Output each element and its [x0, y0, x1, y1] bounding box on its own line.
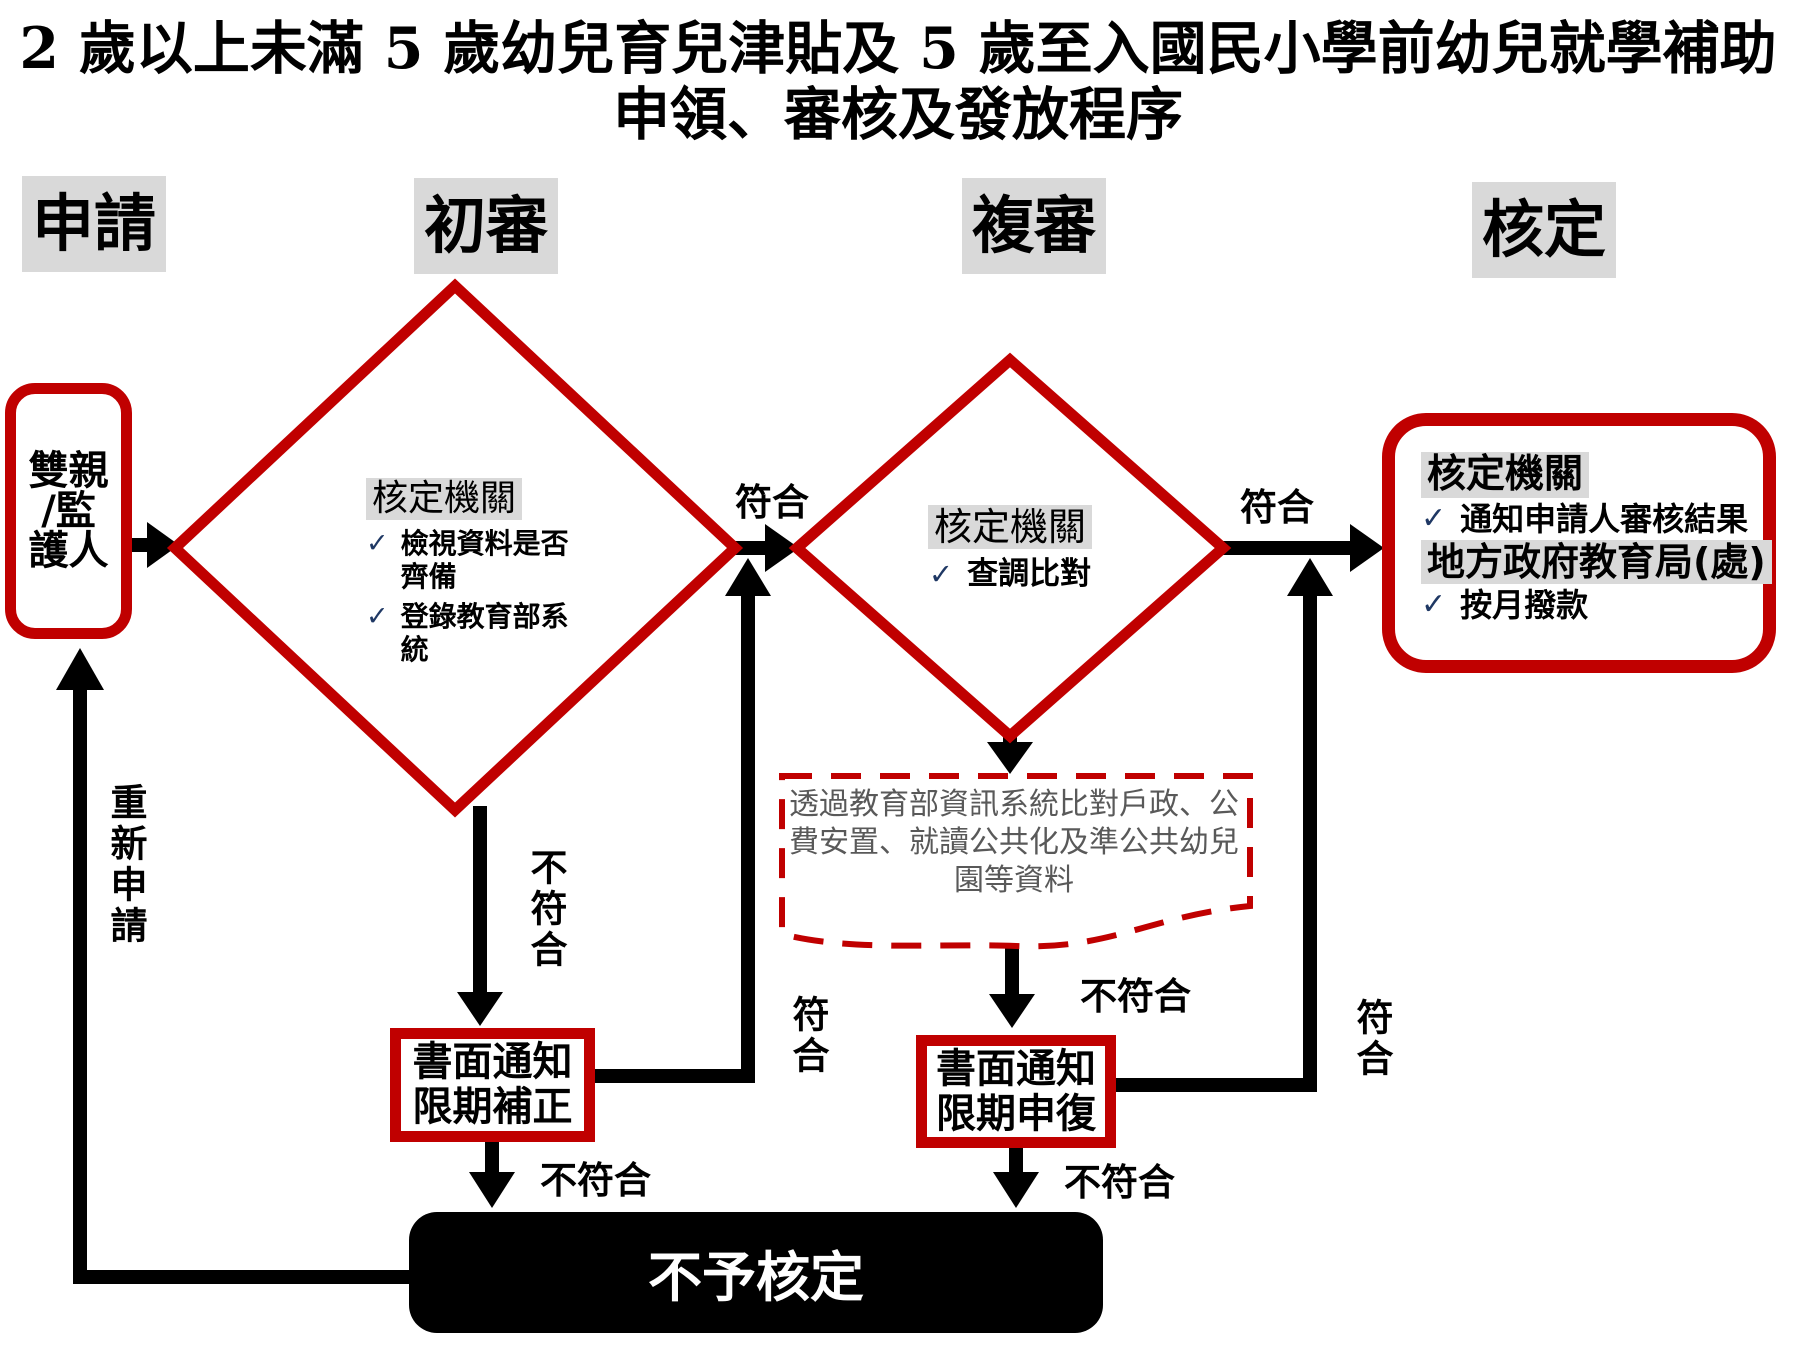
- correction-line-2: 限期補正: [412, 1084, 573, 1130]
- fail-label-appeal: 不符合: [1064, 1161, 1175, 1204]
- dashed-note-line-2: 費安置、就讀公共化及準公共幼兒: [789, 825, 1239, 860]
- approval-item-row: ✓ 按月撥款: [1421, 587, 1763, 623]
- dashed-note-shape: [779, 773, 1253, 950]
- apply-to-initial-arrowhead-icon: [147, 522, 179, 568]
- initial-fail-arrowhead-icon: [457, 992, 503, 1026]
- correction-pass-arrowhead-icon: [725, 558, 771, 596]
- check-icon: ✓: [366, 601, 389, 632]
- column-header-re-review: 複審: [962, 178, 1107, 274]
- dashed-note-text: 透過教育部資訊系統比對戶政、公 費安置、就讀公共化及準公共幼兒 園等資料: [788, 786, 1240, 900]
- initial-review-item-1: 檢視資料是否齊備: [400, 527, 569, 593]
- check-icon: ✓: [366, 528, 389, 559]
- applicant-line-3: 護人: [28, 528, 109, 574]
- approval-item-1: 通知申請人審核結果: [1460, 500, 1749, 538]
- correction-pass-connector-line: [593, 592, 755, 1083]
- fail-label-rereview: 不符合: [1080, 975, 1191, 1018]
- initial-review-heading: 核定機關: [366, 478, 523, 520]
- pass-label-appeal: 符合: [1350, 998, 1393, 1080]
- approval-box: 核定機關 ✓ 通知申請人審核結果 地方政府教育局(處) ✓ 按月撥款: [1382, 413, 1776, 673]
- initial-review-item-row: ✓ 檢視資料是否齊備: [366, 527, 596, 593]
- appeal-line-1: 書面通知: [936, 1045, 1096, 1092]
- correction-notice-box: 書面通知 限期補正: [390, 1028, 595, 1142]
- initial-review-item-row: ✓ 登錄教育部系統: [366, 600, 596, 666]
- check-icon: ✓: [1421, 501, 1447, 536]
- correction-line-1: 書面通知: [412, 1039, 573, 1085]
- reapply-arrowhead-icon: [56, 648, 104, 690]
- column-header-apply: 申請: [22, 176, 167, 272]
- rereview-fail-arrowhead-icon: [989, 994, 1035, 1028]
- appeal-notice-box: 書面通知 限期申復: [916, 1035, 1116, 1148]
- approval-item-2: 按月撥款: [1460, 586, 1589, 624]
- rereview-to-approval-arrowhead-icon: [1350, 524, 1384, 572]
- fail-label-correction: 不符合: [540, 1159, 651, 1202]
- pass-label-rereview: 符合: [1240, 486, 1314, 529]
- dashed-note-line-1: 透過教育部資訊系統比對戶政、公: [789, 787, 1239, 822]
- title-line-1: 2 歲以上未滿 5 歲幼兒育兒津貼及 5 歲至入國民小學前幼兒就學補助: [19, 15, 1777, 82]
- appeal-line-2: 限期申復: [936, 1090, 1096, 1137]
- title-line-2: 申領、審核及發放程序: [613, 81, 1183, 148]
- column-header-initial-review: 初審: [414, 178, 559, 274]
- dashed-note-line-3: 園等資料: [954, 863, 1074, 898]
- approval-heading-2: 地方政府教育局(處): [1421, 540, 1772, 584]
- appeal-fail-arrowhead-icon: [993, 1172, 1039, 1208]
- fail-label-initial: 不符合: [524, 848, 567, 971]
- pass-label-initial: 符合: [735, 481, 809, 524]
- re-review-item-1: 查調比對: [967, 556, 1092, 592]
- initial-to-rereview-arrowhead-icon: [765, 524, 799, 572]
- pass-label-correction: 符合: [786, 995, 829, 1077]
- rejection-label: 不予核定: [648, 1246, 864, 1309]
- check-icon: ✓: [928, 557, 954, 591]
- re-review-item-row: ✓ 查調比對: [890, 557, 1130, 591]
- reapply-connector-line: [73, 684, 420, 1284]
- appeal-pass-connector-line: [1114, 592, 1317, 1092]
- reapply-label: 重新申請: [104, 783, 147, 947]
- column-header-approval: 核定: [1472, 182, 1617, 278]
- applicant-line-2: /監: [41, 488, 96, 534]
- approval-heading-1: 核定機關: [1421, 452, 1590, 498]
- re-review-heading: 核定機關: [927, 505, 1092, 549]
- approval-item-row: ✓ 通知申請人審核結果: [1421, 501, 1763, 537]
- re-review-content: 核定機關 ✓ 查調比對: [890, 505, 1130, 591]
- rejection-box: 不予核定: [409, 1212, 1103, 1333]
- appeal-pass-arrowhead-icon: [1287, 558, 1333, 596]
- initial-review-content: 核定機關 ✓ 檢視資料是否齊備 ✓ 登錄教育部系統: [366, 478, 596, 666]
- check-icon: ✓: [1421, 587, 1447, 622]
- applicant-box: 雙親 /監 護人: [5, 383, 132, 639]
- applicant-line-1: 雙親: [28, 448, 109, 494]
- rereview-to-note-arrowhead-icon: [987, 742, 1033, 774]
- initial-review-item-2: 登錄教育部系統: [400, 600, 569, 666]
- correction-fail-arrowhead-icon: [469, 1172, 515, 1208]
- page-title: 2 歲以上未滿 5 歲幼兒育兒津貼及 5 歲至入國民小學前幼兒就學補助 申領、審…: [0, 16, 1796, 148]
- initial-review-diamond-shape: [166, 278, 744, 818]
